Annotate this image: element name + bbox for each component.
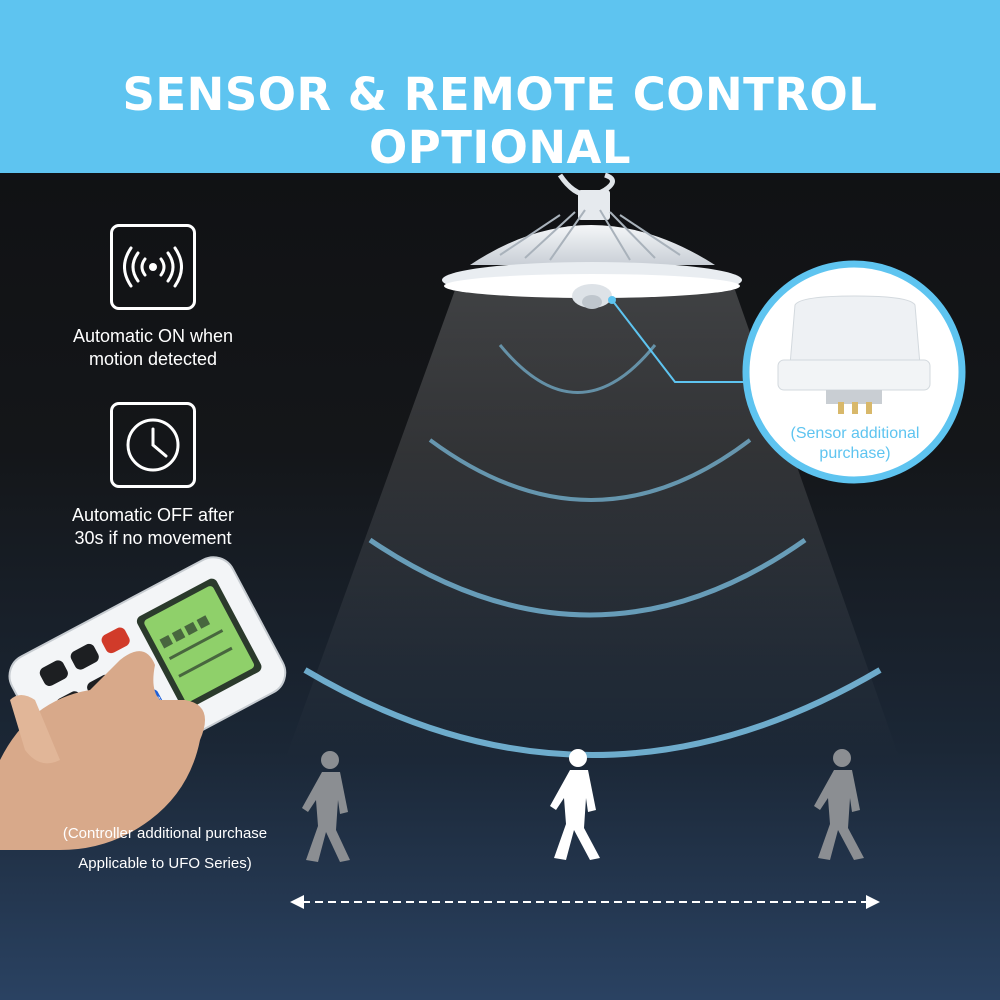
hand	[0, 651, 205, 850]
sensor-callout-caption: (Sensor additional purchase)	[760, 424, 950, 464]
timer-feature-line2: 30s if no movement	[74, 528, 232, 548]
controller-note-line1: (Controller additional purchase	[62, 825, 268, 842]
detection-waves	[303, 344, 882, 758]
header-banner: SENSOR & REMOTE CONTROL OPTIONAL	[0, 0, 1000, 174]
motion-sensor	[777, 295, 931, 414]
timer-feature-line1: Automatic OFF after	[71, 505, 235, 525]
sensor-caption-line1: (Sensor additional	[790, 425, 920, 442]
wave-1	[498, 344, 657, 394]
walking-person-center	[550, 749, 600, 860]
wave-4	[303, 667, 882, 758]
remote-control: Scene	[0, 556, 287, 850]
controller-note-line2: Applicable to UFO Series)	[78, 855, 252, 872]
motion-feature-line2: motion detected	[88, 349, 218, 369]
sensor-callout	[742, 260, 966, 484]
motion-feature-box	[110, 224, 196, 310]
motion-feature-text: Automatic ON when motion detected	[33, 325, 273, 371]
page-title: SENSOR & REMOTE CONTROL OPTIONAL	[122, 68, 878, 174]
walking-person-right	[814, 749, 864, 860]
sensor-caption-line2: purchase)	[819, 445, 891, 462]
walking-person-left	[302, 751, 350, 862]
wave-2	[428, 438, 752, 502]
motion-feature-line1: Automatic ON when	[72, 326, 234, 346]
timer-feature-box	[110, 402, 196, 488]
motion-wave-icon	[123, 246, 183, 288]
ufo-high-bay-light	[442, 190, 742, 309]
wave-3	[368, 537, 807, 618]
clock-icon	[126, 418, 180, 472]
timer-feature-text: Automatic OFF after 30s if no movement	[33, 504, 273, 550]
callout-connector	[611, 299, 755, 383]
double-arrow-icon	[290, 895, 880, 909]
light-beam	[285, 290, 900, 760]
